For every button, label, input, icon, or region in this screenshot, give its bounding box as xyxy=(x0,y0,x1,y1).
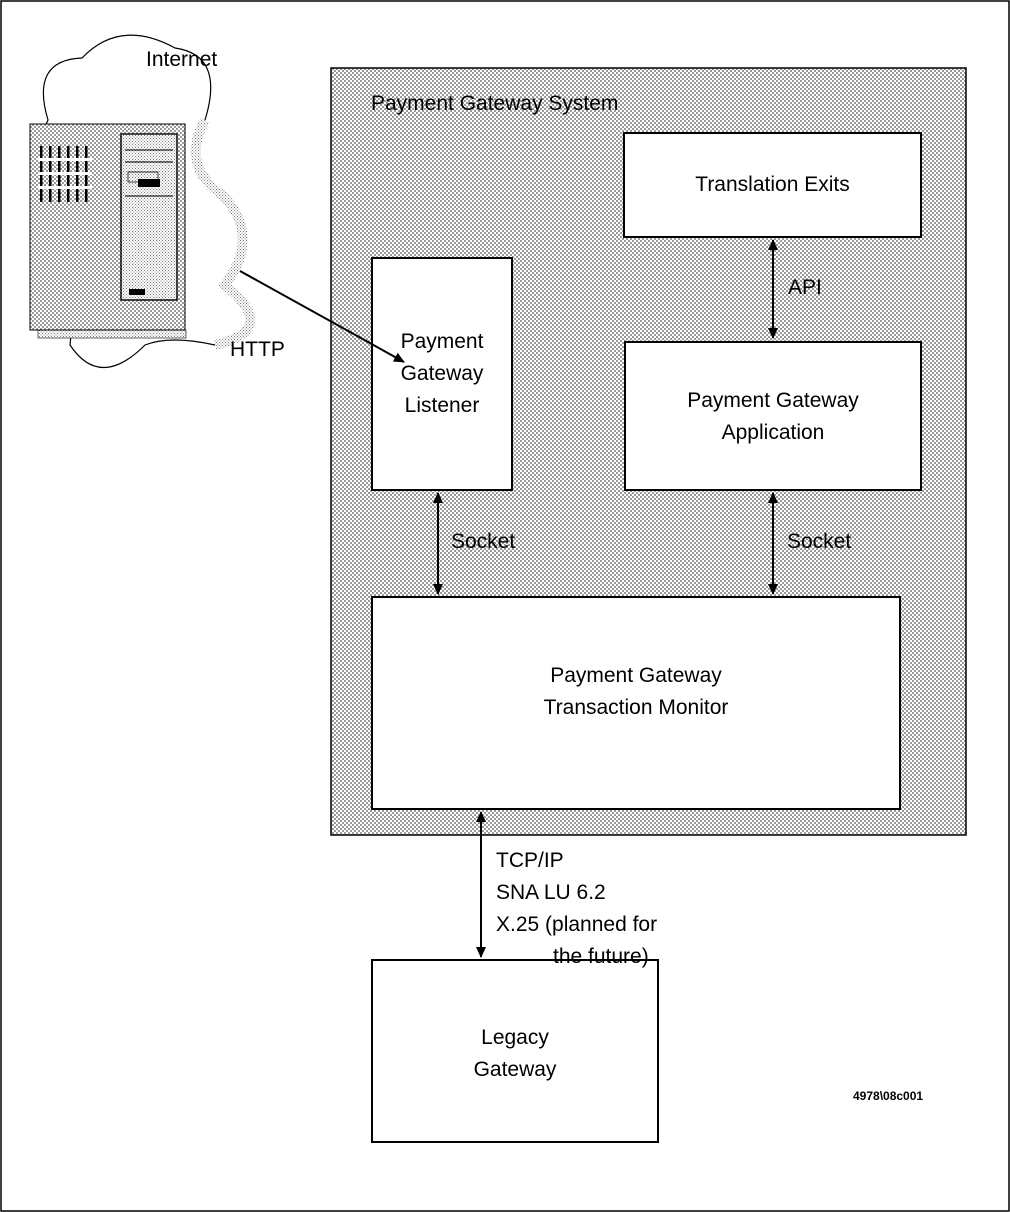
socket-right-label: Socket xyxy=(787,530,852,553)
http-label: HTTP xyxy=(230,338,285,361)
transaction-monitor-label: Payment Gateway Transaction Monitor xyxy=(372,660,900,724)
server-computer-icon xyxy=(29,123,187,339)
protocol-line-1: TCP/IP xyxy=(496,849,564,872)
transaction-monitor-box xyxy=(371,596,901,810)
application-label: Payment Gateway Application xyxy=(625,385,921,449)
listener-label: Payment Gateway Listener xyxy=(372,326,512,422)
system-title: Payment Gateway System xyxy=(371,92,619,115)
internet-label: Internet xyxy=(146,48,218,71)
transaction-monitor-label-line-2: Transaction Monitor xyxy=(543,696,729,719)
socket-left-label: Socket xyxy=(451,530,516,553)
transaction-monitor-label-line-1: Payment Gateway xyxy=(550,664,722,687)
protocol-line-2: SNA LU 6.2 xyxy=(496,881,606,904)
listener-box xyxy=(371,257,513,491)
translation-exits-box xyxy=(623,132,922,238)
legacy-gateway-box xyxy=(371,959,659,1143)
legacy-gateway-label-line-2: Gateway xyxy=(473,1058,557,1081)
listener-label-line-2: Gateway xyxy=(400,362,484,385)
http-arrow xyxy=(239,270,405,363)
protocol-line-3: X.25 (planned for xyxy=(496,913,658,936)
application-label-line-2: Application xyxy=(721,421,825,444)
protocols-label: TCP/IP SNA LU 6.2 X.25 (planned for the … xyxy=(496,845,657,973)
listener-label-line-3: Listener xyxy=(404,394,480,417)
protocol-line-4: the future) xyxy=(553,945,649,968)
application-label-line-1: Payment Gateway xyxy=(687,389,859,412)
api-label: API xyxy=(788,276,822,299)
legacy-gateway-label: Legacy Gateway xyxy=(372,1022,658,1086)
legacy-gateway-label-line-1: Legacy xyxy=(481,1026,549,1049)
listener-label-line-1: Payment xyxy=(400,330,484,353)
figure-id: 4978\08c001 xyxy=(853,1089,924,1103)
application-box xyxy=(624,341,922,491)
translation-exits-label: Translation Exits xyxy=(695,173,850,196)
